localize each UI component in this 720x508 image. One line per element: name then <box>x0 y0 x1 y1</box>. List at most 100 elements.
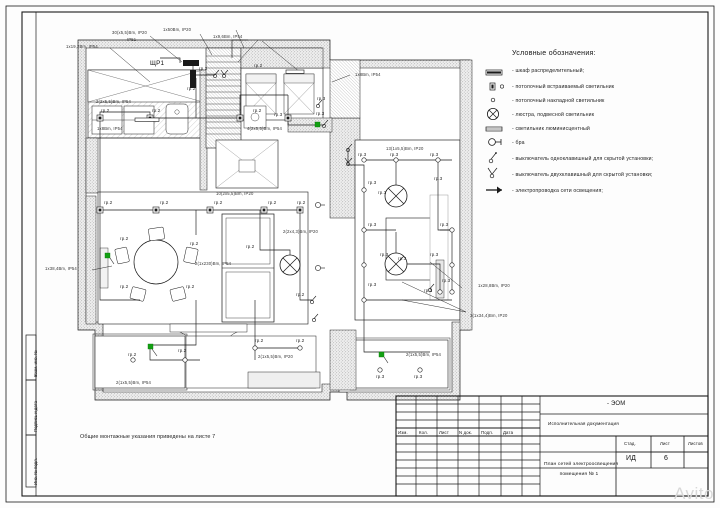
group-label: гр.3 <box>442 278 451 283</box>
group-label: гр.3 <box>378 190 387 195</box>
legend-item-6: - выключатель одноклавишный для скрытой … <box>512 156 654 162</box>
group-label: гр.2 <box>128 352 137 357</box>
circuit-label: 1х38,4Вm, IP54 <box>45 266 77 271</box>
group-label: гр.2 <box>255 338 264 343</box>
sheet-value-list: 6 <box>664 455 669 462</box>
group-label: гр.3 <box>398 256 407 261</box>
group-label: гр.2 <box>186 284 195 289</box>
sheet-value-stad: ИД <box>626 455 637 462</box>
group-label: гр.3 <box>424 288 433 293</box>
panel-label: ЩР1 <box>150 60 165 67</box>
rev-header-ndok: N док. <box>459 429 473 435</box>
group-label: гр.2 <box>178 348 187 353</box>
group-label: гр.2 <box>120 236 129 241</box>
legend-item-5: - бра <box>512 140 525 146</box>
circuit-label: 3(1х34,4)Вm, IP20 <box>470 313 508 318</box>
group-label: гр.2 <box>152 108 161 113</box>
group-label: гр.3 <box>368 282 377 287</box>
group-label: гр.2 <box>253 108 262 113</box>
group-label: гр.3 <box>390 152 399 157</box>
group-label: гр.2 <box>187 86 196 91</box>
legend-item-8: - электропроводка сети освещения; <box>512 188 604 194</box>
group-label: гр.2 <box>101 108 110 113</box>
legend-item-7: - выключатель двухклавишный для скрытой … <box>512 172 653 178</box>
margin-label-vzam: Взам. инв. № <box>33 350 38 377</box>
circuit-label: 2(2х5,5)Вm, IP54 <box>96 99 131 104</box>
group-label: гр.3 <box>316 111 325 116</box>
circuit-label: 30(х5,5)Вm, IP20 <box>112 30 147 35</box>
rev-header-podp: Подп. <box>481 429 494 435</box>
circuit-label: 13(1х5,5)Вm, IP20 <box>386 146 424 151</box>
group-label: гр.3 <box>358 152 367 157</box>
circuit-label: 1х50Вm, IP20 <box>163 27 192 32</box>
circuit-label: 1х28,8Вm, IP20 <box>478 283 510 288</box>
margin-label-podpis: Подпись и дата <box>33 401 38 432</box>
group-label: гр.3 <box>430 252 439 257</box>
group-label: гр.2 <box>268 200 277 205</box>
margin-label-inv: Инв. № подл. <box>33 458 38 485</box>
group-label: гр.2 <box>199 66 208 71</box>
group-label: гр.2 <box>190 241 199 246</box>
floor-plan <box>77 39 473 401</box>
chandelier-icon <box>487 108 499 121</box>
legend-item-2: - потолочный накладной светильник <box>512 98 605 104</box>
switch-1gang-icon <box>488 152 497 164</box>
legend-item-3: - люстра, подвесной светильник <box>512 112 595 118</box>
rev-header-list: Лист <box>439 429 449 435</box>
circuit-label: 1х8Вm, IP54 <box>97 126 123 131</box>
rev-header-kol: Кол. <box>419 429 429 435</box>
group-label: гр.3 <box>368 222 377 227</box>
group-label: гр.3 <box>430 152 439 157</box>
circuit-label: 2(1х5,5)Вm, IP20 <box>258 354 293 359</box>
group-label: гр.2 <box>296 338 305 343</box>
luminaires <box>96 60 455 373</box>
circuit-label: 2(1х5,5)Вm, IP54 <box>406 352 441 357</box>
legend-item-0: - шкаф распределительный; <box>512 68 585 74</box>
recessed-ceiling-icon <box>489 82 504 91</box>
sconce-icon <box>488 138 502 146</box>
title-block-grid <box>395 395 709 497</box>
sheet-frame <box>5 5 715 503</box>
circuit-label: 10(2х5,5)Вm, IP20 <box>216 191 254 196</box>
document-code: - ЭОМ <box>607 401 626 407</box>
left-margin-boxes <box>25 12 37 496</box>
group-label: гр.2 <box>254 63 263 68</box>
sheet-header-stad: Стад. <box>624 441 636 446</box>
legend-item-4: - светильник люминисцентный <box>512 126 590 132</box>
circuit-label: 2(1х230)Вm, IP54 <box>195 261 232 266</box>
legend-title: Условные обозначения: <box>512 50 596 57</box>
legend-symbols <box>485 69 504 194</box>
group-label: гр.3 <box>414 374 423 379</box>
group-label: гр.2 <box>104 200 113 205</box>
group-label: гр.2 <box>214 200 223 205</box>
document-type: Исполнительная документация <box>548 421 619 426</box>
circuit-label: 1х8Вm, IP54 <box>355 72 381 77</box>
rev-header-data: Дата <box>503 429 514 435</box>
sheet-header-listov: Листов <box>688 441 703 446</box>
legend-item-1: - потолочный встраиваемый светильник <box>512 84 615 90</box>
group-label: гр.3 <box>317 96 326 101</box>
group-label: гр.3 <box>376 374 385 379</box>
bottom-note: Общие монтажные указания приведены на ли… <box>80 434 216 440</box>
circuit-label: 1х9,6Вm, IP54 <box>213 34 243 39</box>
sheet-header-list: Лист <box>660 441 670 446</box>
circuit-label: 2(1х5,5)Вm, IP54 <box>116 380 151 385</box>
circuit-label: 1х19,2Вm, IP54 <box>66 44 98 49</box>
drawing-title-line2: помещения № 1 <box>559 472 599 477</box>
group-label: гр.2 <box>160 200 169 205</box>
fluorescent-icon <box>485 126 503 132</box>
group-label: гр.2 <box>297 200 306 205</box>
group-label: гр.3 <box>434 176 443 181</box>
group-label: гр.3 <box>368 180 377 185</box>
circuit-label: IP51 <box>127 37 137 42</box>
group-label: гр.3 <box>440 222 449 227</box>
surface-ceiling-icon <box>490 97 496 103</box>
circuit-label: 2(2х4,3)Вm, IP20 <box>283 229 318 234</box>
switch-2gang-icon <box>487 167 498 179</box>
group-label: гр.2 <box>120 284 129 289</box>
rev-header-izm: Изм. <box>398 429 408 435</box>
group-label: гр.3 <box>380 252 389 257</box>
group-label: гр.3 <box>274 112 283 117</box>
